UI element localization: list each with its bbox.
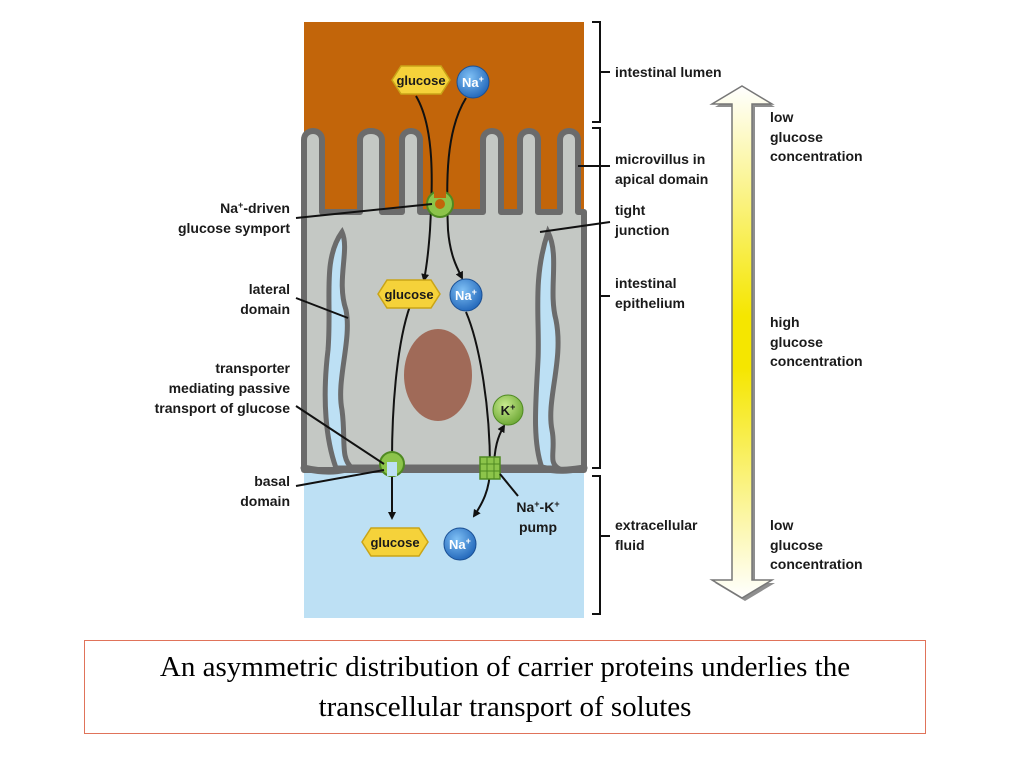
tight-junction-label-line2: junction [614, 222, 669, 238]
glucose-path-apical [415, 95, 433, 282]
svg-text:Na+: Na+ [455, 287, 477, 303]
sodium-glucose-symport [426, 190, 454, 218]
extracellular-label-line2: fluid [615, 537, 645, 553]
gradient-mid-line2: glucose [770, 334, 823, 350]
pump-label: Na+-K+ [516, 499, 559, 515]
gradient-top-line2: glucose [770, 129, 823, 145]
passive-label-line1: transporter [215, 360, 290, 376]
microvillus-label-line2: apical domain [615, 171, 708, 187]
lateral-space-left [322, 226, 359, 471]
basal-label-line1: basal [254, 473, 290, 489]
passive-label-line2: mediating passive [169, 380, 291, 396]
glucose-label-lumen: glucose [396, 73, 445, 88]
sodium-path-basal [465, 311, 492, 518]
glucose-label-cell: glucose [384, 287, 433, 302]
passive-leader [295, 405, 385, 465]
caption-line2: transcellular transport of solutes [318, 691, 692, 723]
extracellular-label-line1: extracellular [615, 517, 698, 533]
tight-junction-label-line1: tight [615, 202, 646, 218]
epithelium-label-line2: epithelium [615, 295, 685, 311]
concentration-gradient-arrow [709, 85, 775, 601]
gradient-bottom-line2: glucose [770, 537, 823, 553]
sodium-ion-extracellular: Na+ [443, 527, 477, 561]
glucose-path-basal [388, 305, 411, 520]
gradient-bottom-line1: low [770, 517, 793, 533]
passive-glucose-transporter [379, 451, 405, 477]
glucose-molecule-cell: glucose [377, 279, 441, 309]
nucleus [404, 329, 472, 421]
lumen-label: intestinal lumen [615, 64, 722, 80]
caption-line1: An asymmetric distribution of carrier pr… [159, 651, 851, 683]
microvillus-label-line1: microvillus in [615, 151, 705, 167]
gradient-mid-line3: concentration [770, 353, 863, 369]
sodium-potassium-pump [479, 456, 501, 480]
svg-text:Na+: Na+ [449, 536, 471, 552]
lateral-leader [295, 297, 349, 319]
svg-text:K+: K+ [501, 402, 516, 418]
gradient-mid-line1: high [770, 314, 800, 330]
passive-label-line3: transport of glucose [155, 400, 291, 416]
svg-text:Na+: Na+ [462, 74, 484, 90]
glucose-molecule-lumen: glucose [391, 65, 451, 95]
pump-label-line2: pump [519, 519, 557, 535]
sodium-path-apical [446, 97, 467, 280]
gradient-top-line1: low [770, 109, 793, 125]
symport-label-line2: glucose symport [178, 220, 290, 236]
glucose-molecule-extracellular: glucose [361, 527, 429, 557]
lateral-space-right [533, 225, 568, 471]
glucose-label-extracellular: glucose [370, 535, 419, 550]
symport-leader [295, 203, 433, 219]
pump-leader [499, 473, 519, 497]
gradient-top-line3: concentration [770, 148, 863, 164]
sodium-ion-cell: Na+ [449, 278, 483, 312]
epithelium-label-line1: intestinal [615, 275, 676, 291]
region-brackets [592, 21, 610, 615]
lateral-label-line1: lateral [249, 281, 290, 297]
epithelial-cell-layer [301, 128, 587, 473]
lumen-region [304, 22, 584, 212]
symport-label: Na+-driven [220, 200, 290, 216]
potassium-ion: K+ [492, 394, 524, 426]
lateral-label-line2: domain [240, 301, 290, 317]
sodium-ion-lumen: Na+ [456, 65, 490, 99]
tight-junction-leader [539, 221, 611, 233]
slide-caption: An asymmetric distribution of carrier pr… [84, 640, 926, 734]
basal-label-line2: domain [240, 493, 290, 509]
gradient-bottom-line3: concentration [770, 556, 863, 572]
basal-leader [295, 469, 385, 487]
basal-membrane [300, 464, 588, 475]
